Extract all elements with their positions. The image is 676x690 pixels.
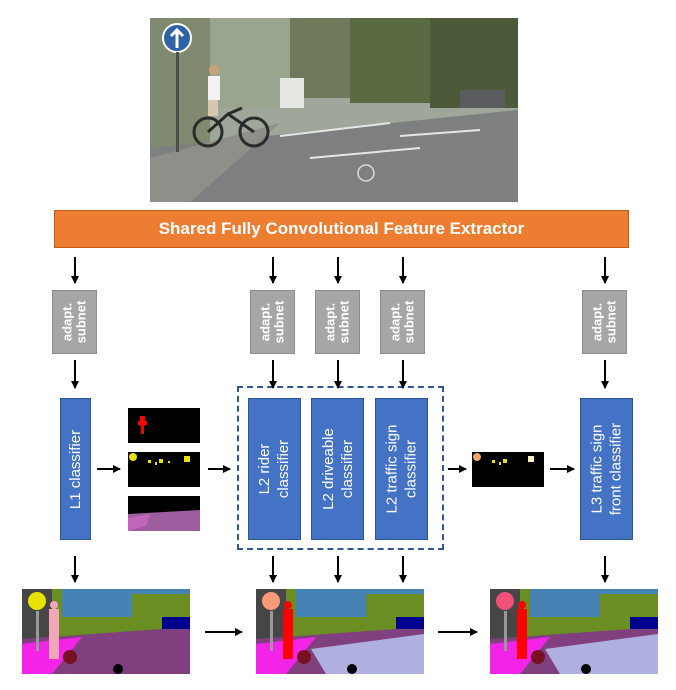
traffic-sign-mask-thumbnail (128, 452, 200, 487)
input-street-photo (150, 18, 518, 202)
l1-segmentation-output (22, 589, 190, 674)
adapt-subnet-rider: adapt.subnet (250, 290, 295, 354)
rider-mask-thumbnail (128, 408, 200, 443)
shared-feature-extractor-label: Shared Fully Convolutional Feature Extra… (158, 219, 525, 238)
l3-segmentation-output (490, 589, 658, 674)
l2-segmentation-output (256, 589, 424, 674)
adapt-subnet-driveable: adapt.subnet (315, 290, 360, 354)
adapt-subnet-l3: adapt.subnet (582, 290, 627, 354)
driveable-mask-thumbnail (128, 496, 200, 531)
l1-classifier: L1 classifier (60, 398, 91, 540)
adapt-subnet-l1: adapt.subnet (52, 290, 97, 354)
shared-feature-extractor: Shared Fully Convolutional Feature Extra… (54, 210, 629, 248)
adapt-subnet-traffic-sign: adapt.subnet (380, 290, 425, 354)
traffic-sign-l2-mask-thumbnail (472, 452, 544, 487)
